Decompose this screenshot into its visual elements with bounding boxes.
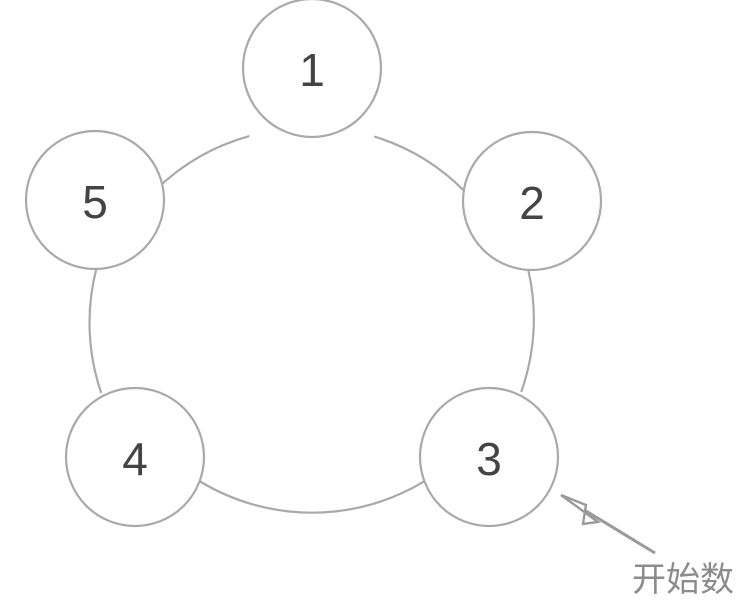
node-2-circle[interactable] [461, 130, 603, 272]
node-1[interactable]: 1 [241, 0, 383, 139]
node-3-label: 3 [476, 433, 502, 485]
node-1-circle[interactable] [241, 0, 383, 139]
node-5[interactable]: 5 [24, 129, 166, 271]
nodes: 1 2 3 4 5 [24, 0, 603, 528]
node-3[interactable]: 3 [418, 386, 560, 528]
ring-connections [88, 135, 535, 514]
arrow-head-icon [560, 493, 602, 526]
node-1-label: 1 [299, 44, 325, 96]
arrow-shaft [585, 509, 656, 555]
node-3-circle[interactable] [418, 386, 560, 528]
node-2-label: 2 [519, 177, 545, 229]
start-annotation-label: 开始数 [632, 560, 734, 600]
arc-5-to-1 [155, 135, 250, 190]
node-4-label: 4 [122, 433, 148, 485]
arc-1-to-2 [373, 135, 465, 192]
node-5-label: 5 [82, 176, 108, 228]
arc-2-to-3 [520, 270, 535, 393]
node-2[interactable]: 2 [461, 130, 603, 272]
arc-4-to-5 [88, 268, 103, 394]
start-annotation-arrow [560, 493, 656, 555]
node-4[interactable]: 4 [64, 386, 206, 528]
node-5-circle[interactable] [24, 129, 166, 271]
node-4-circle[interactable] [64, 386, 206, 528]
arc-3-to-4 [199, 480, 425, 514]
